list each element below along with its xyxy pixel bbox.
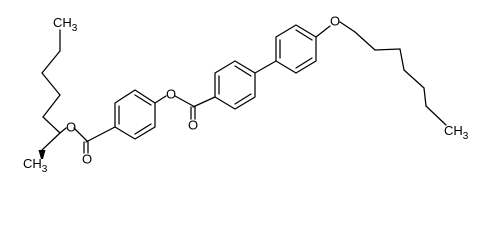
atom-ester-o-left: O — [66, 119, 76, 134]
atom-ch3-bottom: CH3 — [23, 156, 48, 174]
atom-carbonyl-o-mid: O — [188, 117, 198, 132]
ester-mid-bonds — [154, 95, 216, 120]
octyl-chain-right — [339, 21, 447, 126]
atom-ester-o-mid: O — [166, 86, 176, 101]
atom-ch3-top: CH3 — [53, 15, 78, 33]
ether-bond — [315, 25, 331, 38]
benzene-ring-3 — [275, 24, 317, 74]
biphenyl-bond — [254, 60, 277, 74]
octyl-chain-left — [41, 29, 61, 151]
molecule-structure: CH3 CH3 O O O O O CH3 — [23, 13, 469, 174]
atom-ch3-right: CH3 — [444, 123, 469, 141]
ester-left-bonds — [59, 126, 116, 154]
benzene-ring-1 — [114, 89, 156, 140]
structure-canvas: CH3 CH3 O O O O O CH3 — [23, 13, 469, 174]
atom-ether-o: O — [330, 13, 340, 28]
benzene-ring-2 — [214, 60, 256, 110]
stereo-wedge-bond — [38, 150, 46, 159]
atom-carbonyl-o-left: O — [82, 151, 92, 166]
